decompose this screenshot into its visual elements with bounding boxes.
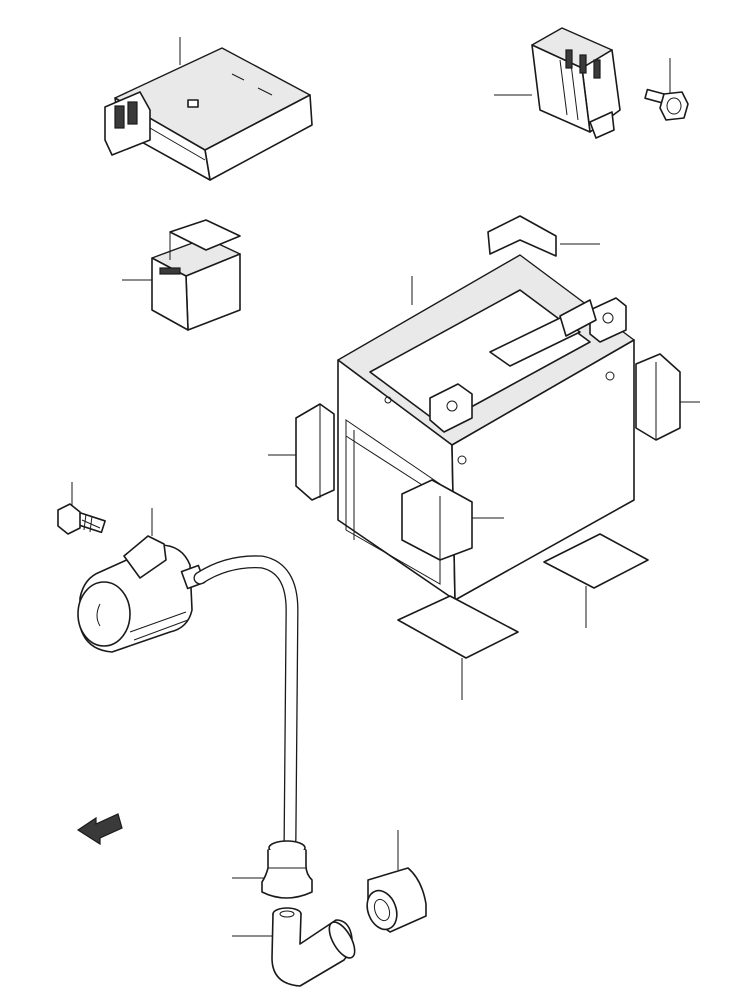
part-2-regulator — [531, 27, 621, 139]
part-11-pad-right — [635, 353, 681, 441]
part-6-bolt — [57, 503, 106, 535]
part-4-control-unit — [104, 47, 313, 181]
part-7-elbow-fitting — [271, 907, 356, 987]
part-11-pad-top — [487, 215, 557, 257]
part-11-pad-bottom-left — [397, 595, 519, 659]
part-3-bolt — [644, 88, 689, 121]
part-5-starter-relay — [77, 535, 206, 653]
part-11-pad-front — [401, 479, 473, 561]
part-11-pad-bottom-right — [543, 533, 649, 589]
part-9-grommet — [261, 840, 313, 899]
part-11-pad-left — [295, 403, 335, 501]
part-8-cap — [366, 867, 427, 933]
breather-hose — [193, 555, 299, 847]
front-direction-arrow-icon — [76, 813, 123, 846]
part-1-relay — [151, 219, 241, 331]
